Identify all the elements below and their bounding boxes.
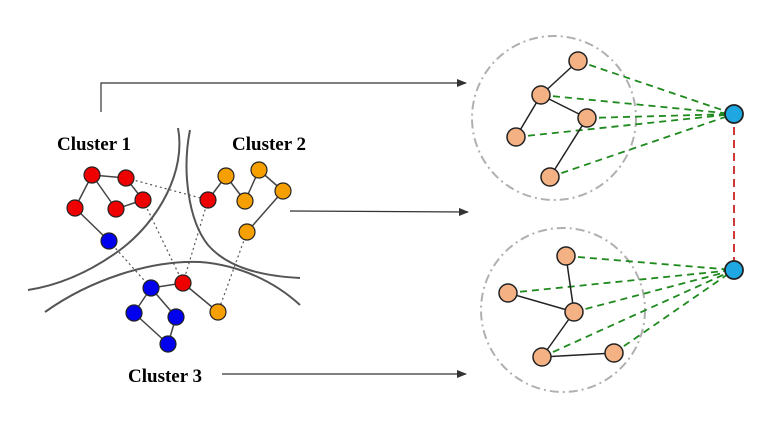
hub-link	[515, 113, 735, 138]
node-red	[199, 191, 217, 209]
top-hub-links	[515, 60, 735, 178]
node-red	[174, 274, 192, 292]
bottom-hub-links	[507, 255, 735, 358]
cluster-3-label: Cluster 3	[128, 366, 202, 387]
node-orange	[274, 182, 292, 200]
cluster-2-label: Cluster 2	[232, 134, 306, 155]
node-peach	[540, 167, 560, 187]
inter-edge	[142, 199, 184, 284]
hub-link	[573, 269, 735, 313]
hub-link	[577, 60, 735, 115]
node-peach	[568, 51, 588, 71]
inter-edge	[217, 231, 248, 313]
node-blue	[167, 308, 185, 326]
node-blue	[100, 232, 118, 250]
hub-link	[549, 113, 735, 178]
node-orange	[217, 167, 235, 185]
node-orange	[250, 161, 268, 179]
mapping-arrows	[100, 79, 469, 378]
local-edge	[541, 352, 615, 358]
node-red	[134, 191, 152, 209]
bottom-nodes	[498, 246, 624, 367]
node-orange	[209, 303, 227, 321]
node-orange	[238, 223, 256, 241]
node-peach	[506, 127, 526, 147]
cluster-3-nodes	[100, 232, 185, 353]
cluster-boundary-circle-top	[471, 35, 637, 201]
boundary-curve-left	[27, 127, 181, 291]
cluster-1-nodes	[66, 166, 217, 292]
hub-link	[586, 113, 735, 119]
cluster-2-nodes	[209, 161, 292, 321]
cluster-boundaries	[27, 127, 301, 313]
node-red	[107, 200, 125, 218]
boundary-curve-bottom	[44, 260, 301, 313]
local-edge	[507, 292, 575, 313]
node-peach	[564, 302, 584, 322]
top-local-edges	[515, 60, 588, 178]
inter-cluster-edges	[108, 177, 248, 313]
inter-edge	[108, 240, 152, 289]
node-peach	[556, 246, 576, 266]
hub-node-bottom	[724, 260, 744, 280]
node-red	[66, 199, 84, 217]
arrow-cluster-1	[100, 79, 467, 112]
node-peach	[577, 108, 597, 128]
node-peach	[498, 283, 518, 303]
node-blue	[142, 279, 160, 297]
hub-link	[613, 269, 735, 354]
top-nodes	[506, 51, 597, 187]
hub-node-top	[724, 104, 744, 124]
cluster-1-label: Cluster 1	[57, 134, 131, 155]
edge-c2	[246, 190, 284, 233]
local-edge	[549, 117, 588, 178]
inter-edge	[125, 177, 209, 201]
boundary-curve-right	[185, 129, 301, 279]
hub-link	[540, 94, 735, 115]
node-blue	[125, 304, 143, 322]
node-peach	[531, 85, 551, 105]
node-peach	[604, 343, 624, 363]
hub-link	[565, 255, 735, 271]
node-orange	[236, 192, 254, 210]
hub-link	[507, 269, 735, 294]
node-red	[117, 169, 135, 187]
arrow-cluster-2	[289, 207, 469, 216]
node-peach	[532, 347, 552, 367]
node-red	[83, 166, 101, 184]
node-blue	[159, 335, 177, 353]
